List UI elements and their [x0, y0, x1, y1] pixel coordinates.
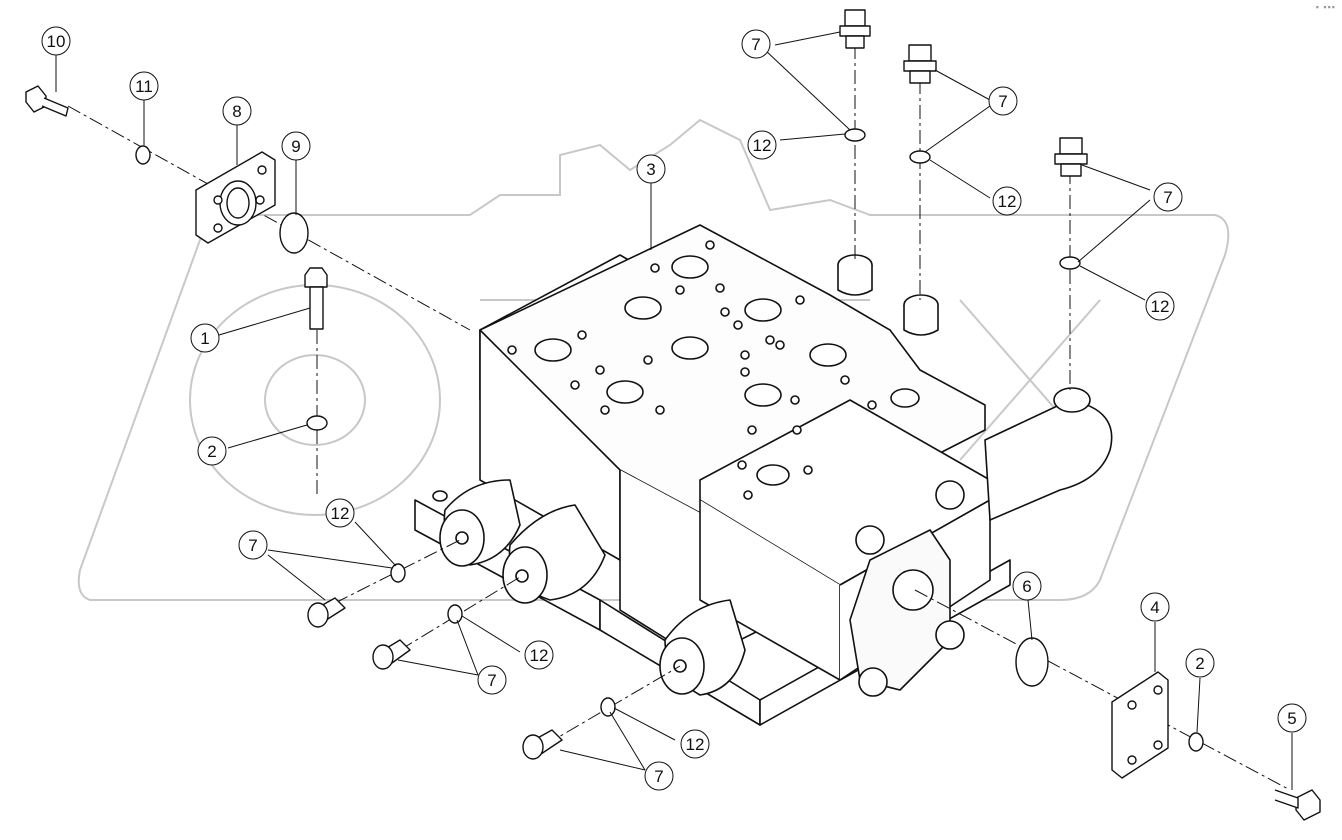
end-cap — [849, 529, 951, 691]
svg-text:12: 12 — [753, 136, 772, 155]
svg-text:7: 7 — [487, 671, 496, 690]
callout-8: 8 — [222, 96, 252, 126]
fitting-front-3 — [522, 729, 563, 760]
fitting-top-1 — [839, 9, 871, 49]
valve-body — [414, 224, 1113, 726]
spool-cylinder — [984, 399, 1113, 521]
callout-2-right: 2 — [1185, 648, 1215, 678]
callout-12-b: 12 — [747, 130, 777, 160]
callout-12-a: 12 — [325, 498, 355, 528]
washer-11 — [135, 145, 151, 165]
fitting-front-1 — [307, 597, 346, 628]
callout-labels: 10 11 8 9 3 1 2 12 7 7 12 7 12 7 12 7 12… — [41, 26, 1307, 791]
svg-text:12: 12 — [530, 646, 549, 665]
callout-6: 6 — [1012, 571, 1042, 601]
plate-4 — [1111, 671, 1169, 779]
svg-text:12: 12 — [1151, 297, 1170, 316]
seal-top-2 — [909, 150, 931, 164]
fitting-top-2 — [903, 44, 937, 84]
callout-7-d: 7 — [1153, 182, 1183, 212]
callout-9: 9 — [281, 131, 311, 161]
callout-5: 5 — [1277, 703, 1307, 733]
callout-12-e: 12 — [524, 640, 554, 670]
callout-7-f: 7 — [644, 761, 674, 791]
oring-6 — [1015, 637, 1049, 687]
callout-12-d: 12 — [1145, 291, 1175, 321]
svg-text:7: 7 — [248, 536, 257, 555]
callout-11: 11 — [129, 71, 159, 101]
svg-text:7: 7 — [1163, 188, 1172, 207]
fitting-front-2 — [372, 639, 411, 670]
svg-text:10: 10 — [47, 32, 66, 51]
svg-text:6: 6 — [1022, 577, 1031, 596]
svg-text:12: 12 — [998, 192, 1017, 211]
svg-text:11: 11 — [135, 77, 153, 96]
svg-text:12: 12 — [686, 735, 705, 754]
svg-text:7: 7 — [751, 35, 760, 54]
svg-text:1: 1 — [200, 329, 209, 348]
seal-front-3 — [600, 697, 616, 717]
port-cones — [439, 479, 746, 696]
bolt-1 — [304, 267, 328, 330]
leader-lines — [55, 31, 1293, 790]
washer-2-right — [1188, 732, 1204, 752]
svg-text:7: 7 — [998, 92, 1007, 111]
loose-parts — [25, 9, 1321, 821]
callout-4: 4 — [1140, 592, 1170, 622]
callout-7-b: 7 — [741, 29, 771, 59]
flange-8 — [195, 151, 276, 244]
svg-text:8: 8 — [232, 102, 241, 121]
washer-2 — [306, 415, 328, 431]
svg-text:7: 7 — [654, 767, 663, 786]
callout-7-c: 7 — [988, 86, 1018, 116]
svg-text:5: 5 — [1287, 709, 1296, 728]
svg-text:12: 12 — [331, 504, 350, 523]
svg-text:9: 9 — [291, 137, 300, 156]
svg-text:3: 3 — [646, 160, 655, 179]
callout-3: 3 — [636, 154, 666, 184]
seal-front-2 — [447, 604, 463, 624]
corner-mark: ▪ ▪▪▪ — [1315, 2, 1336, 12]
callout-7-e: 7 — [477, 665, 507, 695]
callout-10: 10 — [41, 26, 71, 56]
seal-front-1 — [390, 563, 406, 583]
callout-12-f: 12 — [680, 729, 710, 759]
fitting-top-3 — [1054, 137, 1088, 177]
seal-top-3 — [1059, 256, 1081, 270]
callout-2: 2 — [197, 436, 227, 466]
watermark-gear — [77, 118, 1230, 601]
callout-1: 1 — [190, 323, 220, 353]
oring-9 — [279, 212, 309, 254]
callout-7-a: 7 — [238, 530, 268, 560]
svg-text:4: 4 — [1150, 598, 1159, 617]
bolt-5 — [1274, 789, 1321, 821]
callout-12-c: 12 — [992, 186, 1022, 216]
seal-top-1 — [844, 128, 866, 142]
svg-text:2: 2 — [1195, 654, 1204, 673]
svg-text:2: 2 — [207, 442, 216, 461]
bolt-10 — [25, 85, 69, 117]
